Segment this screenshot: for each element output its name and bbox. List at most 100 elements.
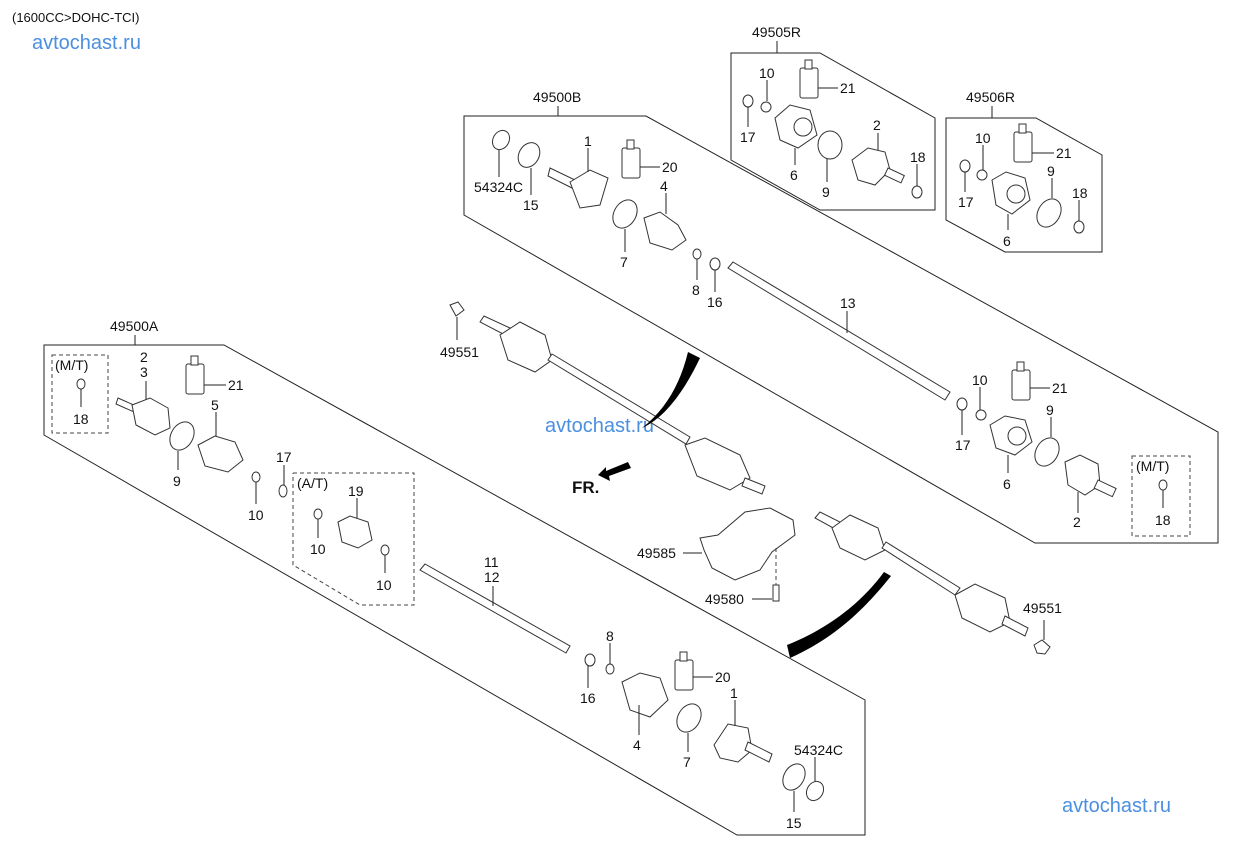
- part-label-15[interactable]: 15: [523, 197, 539, 213]
- dynamic-damper-icon: [337, 515, 373, 549]
- grease-cap-icon: [679, 651, 688, 662]
- part-label-3[interactable]: 3: [140, 364, 148, 380]
- assembly-code-49500B[interactable]: 49500B: [533, 89, 581, 105]
- part-label-18[interactable]: 18: [1155, 512, 1171, 528]
- driveshaft-right-assembled[interactable]: 49551: [814, 511, 1062, 655]
- part-label-16[interactable]: 16: [580, 690, 596, 706]
- part-label-21[interactable]: 21: [840, 80, 856, 96]
- snap-ring-icon: [742, 94, 754, 108]
- part-label-49551-left[interactable]: 49551: [440, 344, 479, 360]
- part-label-54324C[interactable]: 54324C: [794, 742, 843, 758]
- part-label-6[interactable]: 6: [1003, 233, 1011, 249]
- part-label-10[interactable]: 10: [248, 507, 264, 523]
- part-label-1[interactable]: 1: [730, 685, 738, 701]
- assembly-code-49505R[interactable]: 49505R: [752, 24, 801, 40]
- band-icon: [1034, 437, 1060, 467]
- front-direction-indicator: FR.: [572, 462, 631, 497]
- band-icon: [817, 130, 843, 160]
- hub-nut-icon: [449, 301, 465, 317]
- seal-ring-icon: [805, 780, 825, 802]
- part-label-49585[interactable]: 49585: [637, 545, 676, 561]
- part-label-2[interactable]: 2: [873, 117, 881, 133]
- assembly-49506R[interactable]: 49506R 21 17 10 6 9 18: [945, 89, 1103, 253]
- inner-joint-icon: [1064, 454, 1101, 496]
- part-label-7[interactable]: 7: [620, 254, 628, 270]
- part-label-4[interactable]: 4: [660, 178, 668, 194]
- part-label-2[interactable]: 2: [1073, 514, 1081, 530]
- grease-tube-icon: [1013, 131, 1033, 163]
- part-label-10[interactable]: 10: [975, 130, 991, 146]
- part-label-1[interactable]: 1: [584, 133, 592, 149]
- assembly-code-49500A[interactable]: 49500A: [110, 318, 159, 334]
- part-label-18[interactable]: 18: [910, 149, 926, 165]
- intermediate-shaft-icon: [727, 261, 951, 401]
- snap-ring-icon: [1158, 479, 1168, 491]
- part-label-12[interactable]: 12: [484, 569, 500, 585]
- part-label-54324C[interactable]: 54324C: [474, 179, 523, 195]
- inner-cv-boot-icon: [831, 514, 886, 561]
- snap-ring-icon: [709, 257, 721, 271]
- assembly-frame: [463, 115, 1219, 544]
- part-label-18[interactable]: 18: [73, 411, 89, 427]
- part-label-10[interactable]: 10: [376, 577, 392, 593]
- assembly-49500B[interactable]: 49500B 54324C 15 1 20 7 4 8 16 13: [463, 89, 1219, 544]
- part-label-20[interactable]: 20: [662, 159, 678, 175]
- part-label-11[interactable]: 11: [484, 554, 499, 570]
- clamp-icon: [605, 663, 615, 675]
- clamp-icon: [976, 169, 988, 181]
- grease-cap-icon: [1016, 361, 1025, 372]
- part-label-17[interactable]: 17: [740, 129, 756, 145]
- part-label-21[interactable]: 21: [228, 377, 244, 393]
- clamp-icon: [251, 471, 261, 483]
- part-label-19[interactable]: 19: [348, 483, 364, 499]
- part-label-5[interactable]: 5: [211, 397, 219, 413]
- part-label-4[interactable]: 4: [633, 737, 641, 753]
- stub-shaft-icon: [1093, 479, 1117, 498]
- bracket-icon: [699, 507, 796, 581]
- bolt-icon: [772, 584, 780, 602]
- part-label-6[interactable]: 6: [790, 167, 798, 183]
- part-label-7[interactable]: 7: [683, 754, 691, 770]
- part-label-17[interactable]: 17: [958, 194, 974, 210]
- part-label-21[interactable]: 21: [1056, 145, 1072, 161]
- part-label-49551-right[interactable]: 49551: [1023, 600, 1062, 616]
- assembly-49505R[interactable]: 49505R 21 17 10 6 9 2 18: [730, 24, 936, 211]
- driveshaft-left-assembled[interactable]: 49551: [440, 301, 766, 495]
- part-label-20[interactable]: 20: [715, 669, 731, 685]
- boot-band-icon: [676, 703, 702, 733]
- part-label-17[interactable]: 17: [955, 437, 971, 453]
- part-label-21[interactable]: 21: [1052, 380, 1068, 396]
- clamp-icon: [760, 101, 772, 113]
- grease-cap-icon: [626, 139, 635, 150]
- part-label-9[interactable]: 9: [1046, 402, 1054, 418]
- inner-cv-joint-icon: [684, 437, 751, 491]
- part-label-16[interactable]: 16: [707, 294, 723, 310]
- part-label-13[interactable]: 13: [840, 295, 856, 311]
- assembly-49500A[interactable]: 49500A (M/T) 18 2 3 21 9 5 10 17 (A/T): [43, 318, 866, 836]
- part-label-9[interactable]: 9: [173, 473, 181, 489]
- part-label-8[interactable]: 8: [692, 282, 700, 298]
- part-label-10[interactable]: 10: [310, 541, 326, 557]
- assembly-frame: [43, 344, 866, 836]
- boot-band-icon: [612, 199, 638, 229]
- grease-tube-icon: [185, 363, 205, 395]
- part-label-49580[interactable]: 49580: [705, 591, 744, 607]
- watermark-top-left: avtochast.ru: [32, 32, 141, 54]
- grease-tube-icon: [1011, 369, 1031, 401]
- part-label-9[interactable]: 9: [1047, 163, 1055, 179]
- part-label-10[interactable]: 10: [759, 65, 775, 81]
- intermediate-shaft-icon: [419, 563, 571, 654]
- part-label-15[interactable]: 15: [786, 815, 802, 831]
- outer-shaft-stub-icon: [744, 741, 773, 763]
- assembly-code-49506R[interactable]: 49506R: [966, 89, 1015, 105]
- part-label-6[interactable]: 6: [1003, 476, 1011, 492]
- part-label-8[interactable]: 8: [606, 628, 614, 644]
- boot-opening-icon: [1006, 184, 1026, 204]
- part-label-9[interactable]: 9: [822, 184, 830, 200]
- bracket-assembly[interactable]: 49585 49580: [637, 507, 796, 607]
- snap-ring-icon: [278, 484, 288, 498]
- part-label-18[interactable]: 18: [1072, 185, 1088, 201]
- part-label-2[interactable]: 2: [140, 349, 148, 365]
- part-label-17[interactable]: 17: [276, 449, 292, 465]
- part-label-10[interactable]: 10: [972, 372, 988, 388]
